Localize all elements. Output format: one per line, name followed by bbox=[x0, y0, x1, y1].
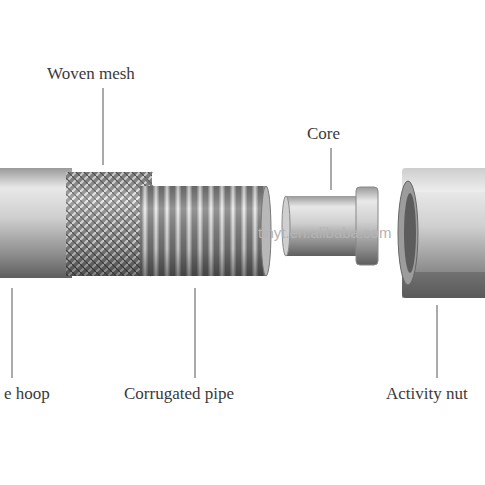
leader-line bbox=[103, 88, 104, 165]
nut-bore-inner bbox=[404, 193, 416, 273]
leader-line bbox=[12, 288, 13, 378]
watermark: tinyt.en.alibaba.com bbox=[258, 224, 391, 242]
leader-line bbox=[195, 288, 196, 378]
nut-face-top bbox=[402, 168, 485, 192]
leader-line bbox=[437, 305, 438, 378]
sleeve-hoop bbox=[0, 168, 72, 278]
leader-lines bbox=[12, 88, 437, 378]
part-name: e hoop bbox=[4, 384, 50, 404]
corrugated-pipe bbox=[140, 186, 266, 276]
nut-bore bbox=[398, 181, 418, 285]
leader-line bbox=[331, 148, 332, 190]
woven-mesh bbox=[66, 172, 152, 276]
pipe-shading bbox=[140, 186, 266, 276]
nut-face-bottom bbox=[402, 272, 485, 298]
mesh-shading bbox=[66, 172, 152, 276]
part-name: Corrugated pipe bbox=[124, 384, 234, 404]
nut-body bbox=[402, 168, 485, 298]
part-name: Activity nut bbox=[386, 384, 468, 404]
part-name: Core bbox=[307, 124, 340, 144]
part-name: Woven mesh bbox=[47, 64, 135, 84]
